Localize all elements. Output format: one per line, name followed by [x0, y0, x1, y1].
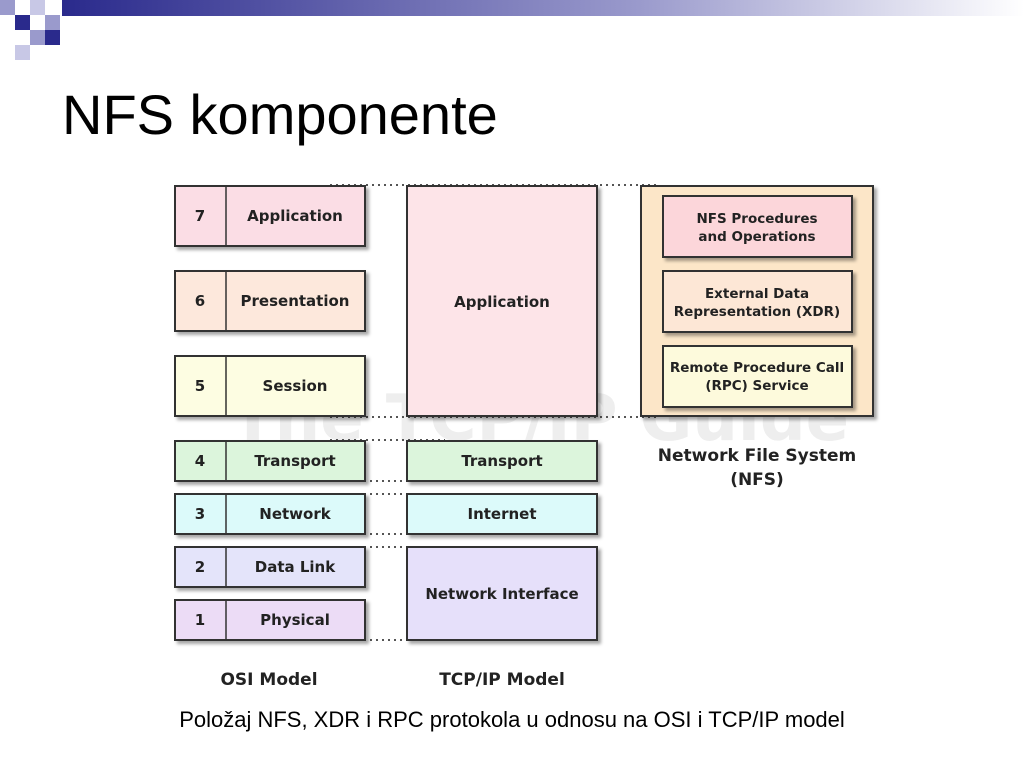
tcpip-layer-box: [406, 185, 598, 417]
tcpip-layer-application: Application: [406, 185, 598, 417]
tcpip-layer-network-interface: Network Interface: [406, 546, 598, 641]
xdr-box: External Data Representation (XDR): [662, 270, 853, 333]
nfs-procedures-box: NFS Procedures and Operations: [662, 195, 853, 258]
osi-model: 7 Application 6 Presentation 5 Session 4…: [174, 185, 366, 690]
nfs-component-line2: and Operations: [698, 229, 815, 245]
deco-square: [15, 45, 30, 60]
osi-layer-3: 3 Network: [174, 493, 366, 535]
slide-caption: Položaj NFS, XDR i RPC protokola u odnos…: [179, 707, 845, 732]
nfs-component-box: [662, 345, 853, 408]
tcpip-model: Application Transport Internet Network I…: [406, 185, 598, 690]
tcpip-layer-box: [406, 546, 598, 641]
osi-layer-name: Session: [263, 377, 328, 395]
osi-layer-box: [174, 599, 366, 641]
osi-layer-number: 6: [195, 292, 205, 310]
osi-layer-name: Network: [259, 505, 331, 523]
osi-layer-number: 2: [195, 558, 205, 576]
osi-layer-1: 1 Physical: [174, 599, 366, 641]
nfs-component-line1: External Data: [705, 286, 809, 302]
osi-model-label: OSI Model: [220, 670, 317, 690]
tcpip-layer-name: Transport: [461, 452, 542, 470]
deco-square: [0, 0, 15, 15]
nfs-component-line1: NFS Procedures: [696, 211, 817, 227]
tcpip-layer-name: Network Interface: [425, 585, 578, 603]
osi-layer-number: 3: [195, 505, 205, 523]
deco-square: [45, 15, 60, 30]
deco-square: [30, 0, 45, 15]
osi-layer-box: [174, 440, 366, 482]
osi-layer-box: [174, 185, 366, 247]
deco-square: [45, 30, 60, 45]
slide-title: NFS komponente: [62, 83, 498, 146]
tcpip-layer-box: [406, 493, 598, 535]
tcpip-layer-internet: Internet: [406, 493, 598, 535]
nfs-component-box: [662, 195, 853, 258]
gradient-bar: [62, 0, 1024, 16]
nfs-label-line2: (NFS): [730, 470, 784, 490]
tcpip-layer-name: Internet: [467, 505, 536, 523]
nfs-component-line1: Remote Procedure Call: [670, 360, 844, 376]
tcpip-layer-box: [406, 440, 598, 482]
osi-layer-box: [174, 355, 366, 417]
osi-layer-name: Data Link: [255, 558, 336, 576]
deco-square: [15, 15, 30, 30]
tcpip-layer-name: Application: [454, 293, 550, 311]
osi-layer-6: 6 Presentation: [174, 270, 366, 332]
osi-layer-number: 1: [195, 611, 205, 629]
nfs-label-line1: Network File System: [658, 446, 856, 466]
osi-layer-number: 7: [195, 207, 205, 225]
osi-layer-box: [174, 546, 366, 588]
osi-layer-number: 4: [195, 452, 205, 470]
osi-layer-name: Presentation: [241, 292, 350, 310]
osi-layer-box: [174, 493, 366, 535]
osi-layer-4: 4 Transport: [174, 440, 366, 482]
tcpip-model-label: TCP/IP Model: [439, 670, 565, 690]
osi-layer-box: [174, 270, 366, 332]
header-decoration: [0, 0, 1024, 60]
nfs-stack: NFS Procedures and Operations External D…: [640, 185, 874, 490]
osi-layer-name: Transport: [254, 452, 335, 470]
osi-layer-7: 7 Application: [174, 185, 366, 247]
deco-square: [30, 30, 45, 45]
osi-layer-5: 5 Session: [174, 355, 366, 417]
nfs-component-box: [662, 270, 853, 333]
osi-layer-2: 2 Data Link: [174, 546, 366, 588]
osi-layer-name: Physical: [260, 611, 330, 629]
osi-layer-number: 5: [195, 377, 205, 395]
rpc-box: Remote Procedure Call (RPC) Service: [662, 345, 853, 408]
nfs-component-line2: Representation (XDR): [674, 304, 840, 320]
osi-layer-name: Application: [247, 207, 343, 225]
nfs-component-line2: (RPC) Service: [705, 378, 808, 394]
tcpip-layer-transport: Transport: [406, 440, 598, 482]
